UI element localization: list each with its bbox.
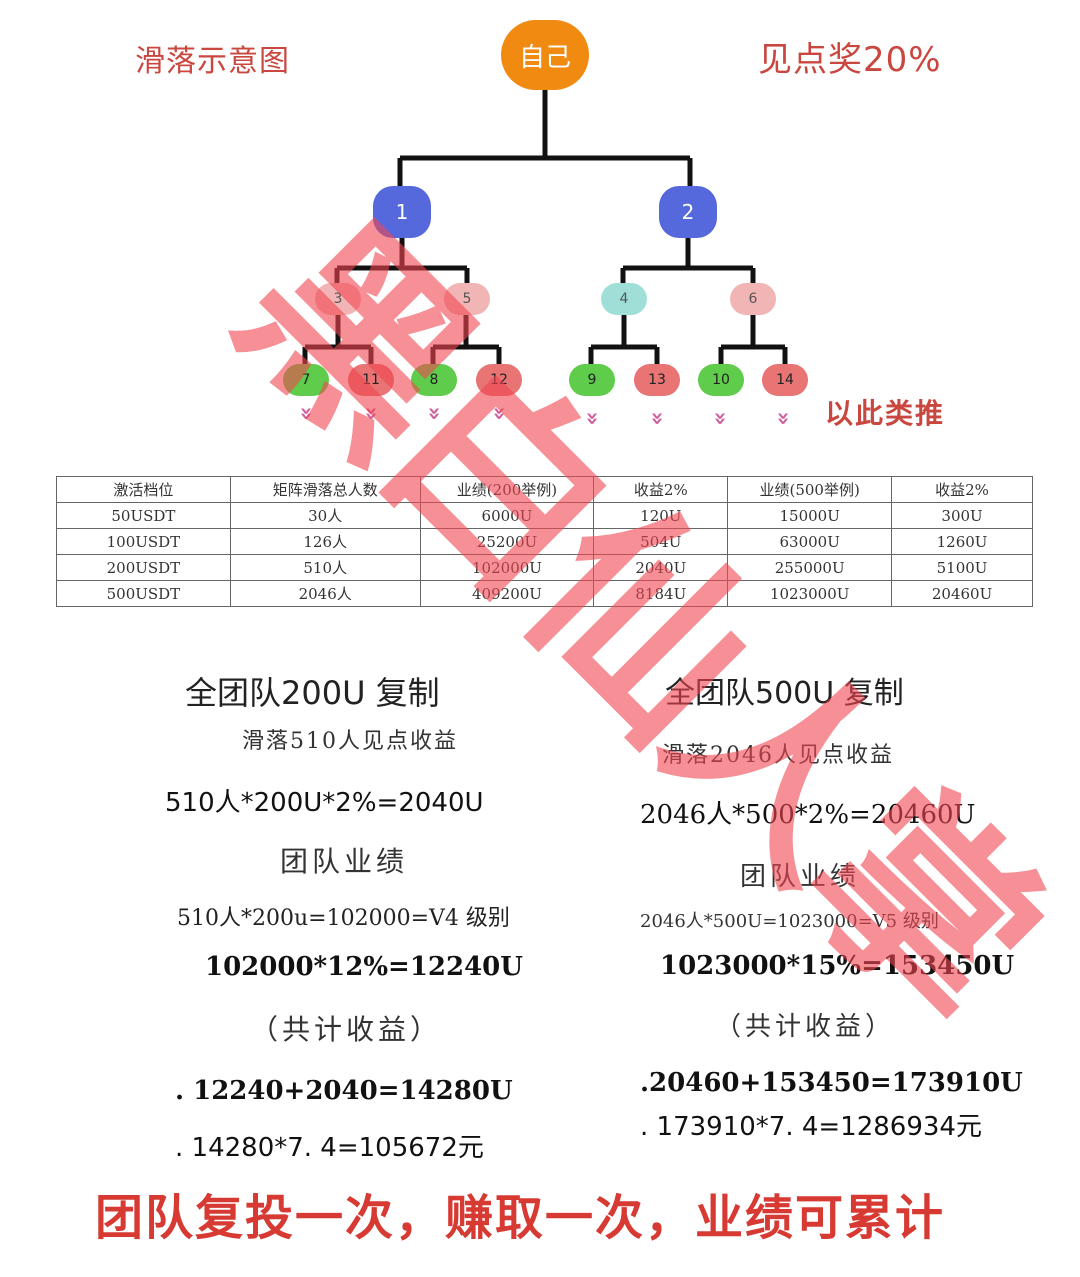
tree-node-3: 3	[315, 283, 361, 315]
table-header: 收益2%	[891, 476, 1033, 503]
left-calc-subtitle: 滑落510人见点收益	[242, 729, 458, 754]
table-row: 200USDT 510人 102000U 2040U 255000U 5100U	[56, 554, 1033, 581]
tree-node-2: 2	[659, 186, 717, 238]
earnings-table: 激活档位 矩阵滑落总人数 业绩(200举例) 收益2% 业绩(500举例) 收益…	[56, 476, 1033, 607]
tree-node-4: 4	[601, 283, 647, 315]
tree-node-9: 9	[569, 364, 615, 396]
table-header: 激活档位	[56, 476, 231, 503]
chevron-down-icon: »	[486, 406, 512, 421]
slogan: 团队复投一次，赚取一次，业绩可累计	[95, 1190, 946, 1246]
table-cell: 15000U	[727, 502, 893, 529]
right-calc-title: 全团队500U 复制	[665, 676, 904, 711]
table-cell: 20460U	[891, 580, 1033, 607]
left-calc-formula-1: 510人*200U*2%=2040U	[165, 788, 484, 818]
table-row: 50USDT 30人 6000U 120U 15000U 300U	[56, 502, 1033, 529]
table-cell: 1260U	[891, 528, 1033, 555]
left-calc-formula-3: 102000*12%=12240U	[205, 952, 523, 982]
diagram-title-left: 滑落示意图	[135, 44, 290, 79]
table-header-row: 激活档位 矩阵滑落总人数 业绩(200举例) 收益2% 业绩(500举例) 收益…	[56, 476, 1033, 503]
chevron-down-icon: »	[644, 411, 670, 426]
table-cell: 25200U	[419, 528, 595, 555]
table-cell: 30人	[229, 502, 421, 529]
table-row: 100USDT 126人 25200U 504U 63000U 1260U	[56, 528, 1033, 555]
chevron-down-icon: »	[358, 406, 384, 421]
chevron-down-icon: »	[579, 411, 605, 426]
left-calc-formula-2: 510人*200u=102000=V4 级别	[177, 906, 510, 931]
left-calc-formula-5: . 14280*7. 4=105672元	[175, 1133, 484, 1163]
table-cell: 102000U	[419, 554, 595, 581]
etc-label: 以此类推	[825, 397, 946, 430]
table-cell: 126人	[229, 528, 421, 555]
right-team-label: 团队业绩	[740, 862, 861, 892]
left-calc-formula-4: . 12240+2040=14280U	[175, 1076, 513, 1106]
tree-node-12: 12	[476, 364, 522, 396]
bonus-rate-title: 见点奖20%	[758, 40, 942, 80]
table-cell: 1023000U	[727, 580, 893, 607]
table-cell: 2046人	[229, 580, 421, 607]
table-cell: 504U	[593, 528, 729, 555]
table-cell: 300U	[891, 502, 1033, 529]
tree-node-8: 8	[411, 364, 457, 396]
right-total-label: （共计收益）	[715, 1012, 896, 1042]
left-team-label: 团队业绩	[280, 845, 409, 878]
right-calc-formula-2: 2046人*500U=1023000=V5 级别	[640, 911, 939, 932]
table-header: 矩阵滑落总人数	[229, 476, 421, 503]
chevron-down-icon: »	[293, 406, 319, 421]
tree-node-11: 11	[348, 364, 394, 396]
table-cell: 200USDT	[56, 554, 231, 581]
table-header: 收益2%	[593, 476, 729, 503]
table-cell: 8184U	[593, 580, 729, 607]
tree-connectors	[302, 90, 788, 365]
tree-node-6: 6	[730, 283, 776, 315]
table-cell: 120U	[593, 502, 729, 529]
tree-node-10: 10	[698, 364, 744, 396]
tree-node-13: 13	[634, 364, 680, 396]
table-cell: 100USDT	[56, 528, 231, 555]
left-total-label: （共计收益）	[250, 1013, 443, 1046]
table-cell: 500USDT	[56, 580, 231, 607]
table-cell: 50USDT	[56, 502, 231, 529]
table-cell: 409200U	[419, 580, 595, 607]
chevron-down-icon: »	[770, 411, 796, 426]
table-cell: 510人	[229, 554, 421, 581]
table-cell: 2040U	[593, 554, 729, 581]
table-header: 业绩(500举例)	[727, 476, 893, 503]
table-cell: 6000U	[419, 502, 595, 529]
right-calc-formula-4: .20460+153450=173910U	[640, 1068, 1023, 1098]
tree-node-14: 14	[762, 364, 808, 396]
table-header: 业绩(200举例)	[419, 476, 595, 503]
chevron-down-icon: »	[421, 406, 447, 421]
table-row: 500USDT 2046人 409200U 8184U 1023000U 204…	[56, 580, 1033, 607]
table-cell: 63000U	[727, 528, 893, 555]
tree-node-5: 5	[444, 283, 490, 315]
right-calc-formula-5: . 173910*7. 4=1286934元	[640, 1112, 982, 1142]
table-cell: 5100U	[891, 554, 1033, 581]
left-calc-title: 全团队200U 复制	[185, 674, 440, 712]
chevron-down-icon: »	[707, 411, 733, 426]
right-calc-subtitle: 滑落2046人见点收益	[662, 743, 894, 768]
tree-node-7: 7	[283, 364, 329, 396]
right-calc-formula-1: 2046人*500*2%=20460U	[640, 800, 976, 830]
root-node-self: 自己	[501, 20, 589, 90]
tree-node-1: 1	[373, 186, 431, 238]
table-cell: 255000U	[727, 554, 893, 581]
right-calc-formula-3: 1023000*15%=153450U	[660, 951, 1015, 981]
